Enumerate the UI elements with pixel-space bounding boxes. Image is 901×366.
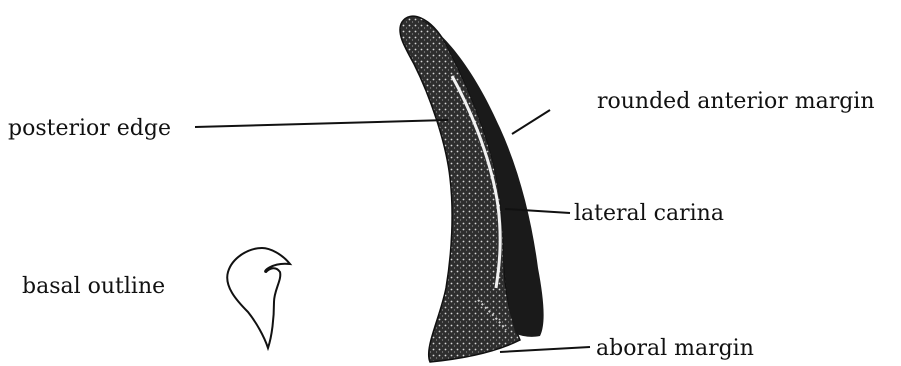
leader-aboral-margin [500,347,590,352]
label-posterior-edge: posterior edge [8,118,171,140]
leader-rounded-anterior-margin [512,110,550,134]
label-aboral-margin: aboral margin [596,338,754,360]
label-rounded-anterior-margin: rounded anterior margin [597,91,875,113]
leader-posterior-edge [195,120,448,127]
label-basal-outline: basal outline [22,276,165,298]
label-lateral-carina: lateral carina [574,203,724,225]
basal-outline-shape [227,248,290,348]
